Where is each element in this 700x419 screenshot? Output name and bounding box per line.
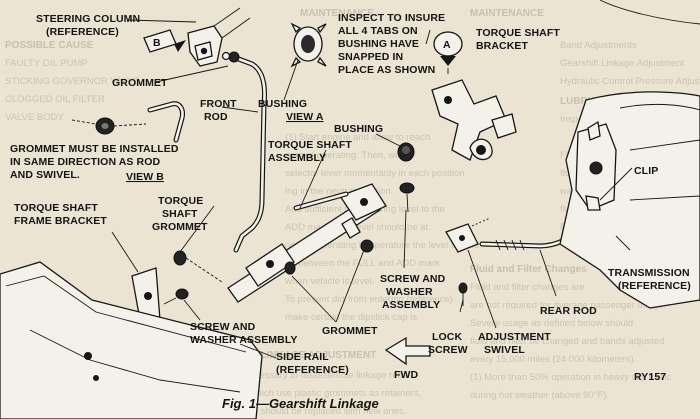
svg-text:when vehicle is level.: when vehicle is level. [284, 276, 374, 287]
svg-text:CLOGGED OIL FILTER: CLOGGED OIL FILTER [5, 94, 105, 105]
torque-shaft-grommet-part [173, 250, 223, 283]
svg-text:Band Adjustments: Band Adjustments [560, 40, 637, 51]
marker-a-letter: A [443, 39, 451, 51]
labels: STEERING COLUMN (REFERENCE) INSPECT TO I… [10, 12, 693, 411]
svg-text:MAINTENANCE: MAINTENANCE [300, 8, 374, 19]
fwd-arrow [384, 336, 431, 366]
leader-lines [111, 19, 633, 359]
svg-text:To prevent dirt from entering: To prevent dirt from entering (reference… [285, 294, 453, 305]
screw-washer-left-part [163, 288, 189, 305]
label-torque-shaft-bracket: TORQUE SHAFT BRACKET [476, 27, 563, 52]
svg-text:normal operating temperature t: normal operating temperature the level s… [285, 240, 479, 251]
marker-b-letter: B [153, 37, 161, 49]
label-front-rod: FRONT ROD [200, 98, 240, 123]
steering-column-part [187, 7, 251, 67]
label-inspect-note: INSPECT TO INSURE ALL 4 TABS ON BUSHING … [338, 12, 448, 76]
grommet-view-b [71, 117, 147, 135]
label-fwd: FWD [394, 369, 419, 381]
torque-shaft-bracket-part [431, 79, 517, 161]
svg-text:selector lever momentarily in: selector lever momentarily in each posit… [285, 168, 465, 179]
grommet-bottom-part [284, 261, 296, 275]
svg-text:fluid and filter be changed an: fluid and filter be changed and bands ad… [470, 336, 664, 347]
adjustment-swivel-part [445, 217, 491, 253]
label-steering-column: STEERING COLUMN (REFERENCE) [36, 13, 143, 38]
svg-text:GEARSHIFT LINKAGE ADJUSTMENT: GEARSHIFT LINKAGE ADJUSTMENT [200, 350, 376, 361]
lock-screw-part [458, 282, 468, 306]
svg-text:Fluid and Filter Changes: Fluid and Filter Changes [470, 264, 587, 275]
label-grommet-top: GROMMET [112, 77, 168, 89]
svg-text:make certain the dipstick cap: make certain the dipstick cap is [285, 312, 417, 323]
label-rear-rod: REAR ROD [540, 305, 597, 317]
bushing-view-a [290, 22, 327, 68]
view-b-marker: B [143, 29, 186, 53]
label-view-a: VIEW A [286, 111, 324, 123]
screw-washer-right-part [399, 182, 415, 213]
svg-text:are not required for average p: are not required for average passenger u… [470, 300, 666, 311]
label-grommet-note: GROMMET MUST BE INSTALLED IN SAME DIRECT… [10, 143, 182, 181]
svg-text:ing in the neutral position.: ing in the neutral position. [285, 186, 393, 197]
background-bleed-text: MAINTENANCE MAINTENANCE POSSIBLE CAUSE F… [5, 8, 700, 417]
svg-text:MAINTENANCE: MAINTENANCE [470, 8, 544, 19]
rod-view-b [147, 101, 185, 143]
label-screw-washer-left: SCREW AND WASHER ASSEMBLY [190, 321, 298, 346]
svg-text:When it is necessary to disass: When it is necessary to disassemble link… [200, 370, 408, 381]
label-view-b: VIEW B [126, 171, 164, 183]
svg-text:Fluid and filter changes are: Fluid and filter changes are [470, 282, 585, 293]
label-grommet-bottom: GROMMET [322, 325, 378, 337]
svg-text:Hydraulic Control Pressure Adj: Hydraulic Control Pressure Adjust. [560, 76, 700, 87]
label-torque-shaft-grommet: TORQUE SHAFT GROMMET [152, 195, 208, 233]
svg-text:STICKING GOVERNOR VALVE: STICKING GOVERNOR VALVE [5, 76, 140, 87]
label-torque-shaft-assembly: TORQUE SHAFT ASSEMBLY [268, 139, 355, 164]
view-a-marker: A [433, 31, 463, 74]
label-lock-screw: LOCK SCREW [428, 331, 468, 356]
label-bushing-top: BUSHING [258, 98, 307, 110]
svg-text:POSSIBLE CAUSE: POSSIBLE CAUSE [5, 40, 94, 51]
label-transmission: TRANSMISSION (REFERENCE) [608, 267, 693, 292]
label-clip: CLIP [634, 165, 658, 177]
svg-text:(1) Start engine and allow to: (1) Start engine and allow to reach [285, 132, 430, 143]
label-ry-code: RY157 [634, 371, 666, 383]
svg-text:normal operating. Then, with: normal operating. Then, with [285, 150, 405, 161]
svg-text:be between the FULL and ADD ma: be between the FULL and ADD mark [285, 258, 440, 269]
svg-text:every 15,000 miles (24 000 kil: every 15,000 miles (24 000 kilometers). [470, 354, 636, 365]
svg-text:VALVE BODY: VALVE BODY [5, 112, 64, 123]
transmission-part [559, 0, 700, 309]
svg-text:during hot weather (above 90°F: during hot weather (above 90°F). [470, 390, 609, 401]
front-rod [221, 51, 267, 253]
figure-caption: Fig. 1—Gearshift Linkage [222, 396, 379, 411]
bushing-mid-part [397, 142, 415, 162]
side-rail-part [0, 261, 263, 419]
svg-text:Severe usage as defined below: Severe usage as defined below should [470, 318, 633, 329]
svg-text:(1) More than 50% operation in: (1) More than 50% operation in heavy cit… [470, 372, 672, 383]
svg-text:FAULTY OIL PUMP: FAULTY OIL PUMP [5, 58, 88, 69]
label-screw-washer-right: SCREW AND WASHER ASSEMBLY [380, 273, 448, 311]
svg-text:from levers which use plastic: from levers which use plastic grommets a… [200, 388, 421, 399]
torque-shaft-assembly-part [227, 183, 387, 303]
svg-text:Gearshift Linkage Adjustment: Gearshift Linkage Adjustment [560, 58, 684, 69]
label-adjustment-swivel: ADJUSTMENT SWIVEL [478, 331, 554, 356]
label-bushing-mid: BUSHING [334, 123, 383, 135]
clip-part [585, 195, 601, 211]
label-torque-shaft-frame-bracket: TORQUE SHAFT FRAME BRACKET [14, 202, 107, 227]
label-side-rail: SIDE RAIL (REFERENCE) [276, 351, 349, 376]
svg-text:the grommets should be replace: the grommets should be replaced with new… [200, 406, 406, 417]
